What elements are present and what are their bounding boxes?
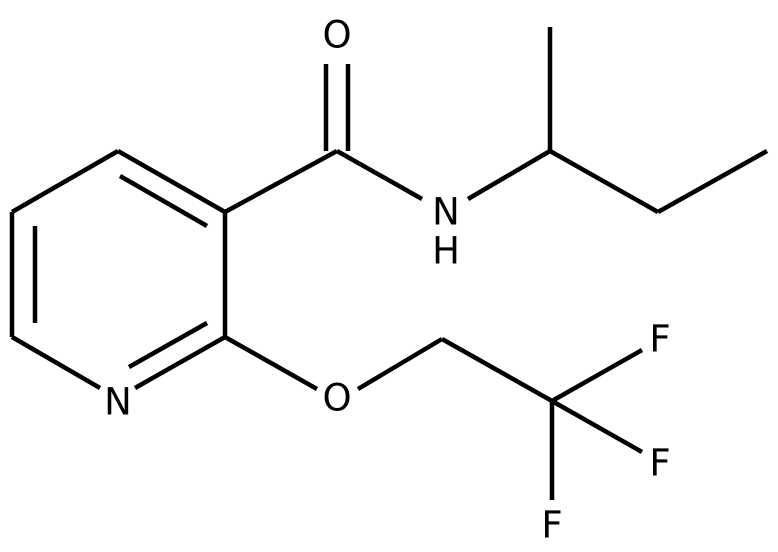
atom-n-amide: N bbox=[432, 191, 460, 234]
atom-o-carbonyl: O bbox=[322, 14, 351, 57]
bond-c2-oether bbox=[223, 335, 319, 391]
bond-n1-c2-double bbox=[133, 335, 227, 390]
atom-f1: F bbox=[649, 318, 670, 361]
atom-f3: F bbox=[541, 504, 562, 547]
bond-c6-n1 bbox=[10, 335, 102, 390]
trifluoroethoxy-group bbox=[223, 335, 644, 500]
bond-n1-c2-inner bbox=[127, 321, 209, 369]
bond-ch-ch2 bbox=[548, 149, 660, 214]
bond-n-ch bbox=[466, 149, 552, 201]
amide-group bbox=[223, 64, 552, 214]
bond-c4-c3-inner bbox=[118, 174, 209, 228]
bond-c3-ccarbonyl bbox=[223, 149, 339, 214]
bond-c4-c3-double bbox=[116, 149, 227, 214]
bond-cf3-f2 bbox=[550, 399, 644, 454]
sec-butyl-group bbox=[547, 27, 769, 214]
atom-h-amide: H bbox=[432, 230, 460, 273]
bond-oether-ch2 bbox=[356, 337, 444, 391]
bond-cf3-f1 bbox=[550, 348, 644, 403]
pyridine-ring bbox=[9, 149, 228, 390]
atom-o-ether: O bbox=[322, 377, 351, 420]
bond-ccarbonyl-n bbox=[335, 149, 424, 201]
atom-f2: F bbox=[649, 442, 670, 485]
bond-ch2-ch3 bbox=[656, 149, 769, 214]
bond-c4-c5 bbox=[10, 149, 120, 214]
atom-n-ring: N bbox=[104, 381, 132, 424]
bond-ch2-cf3 bbox=[440, 337, 554, 403]
